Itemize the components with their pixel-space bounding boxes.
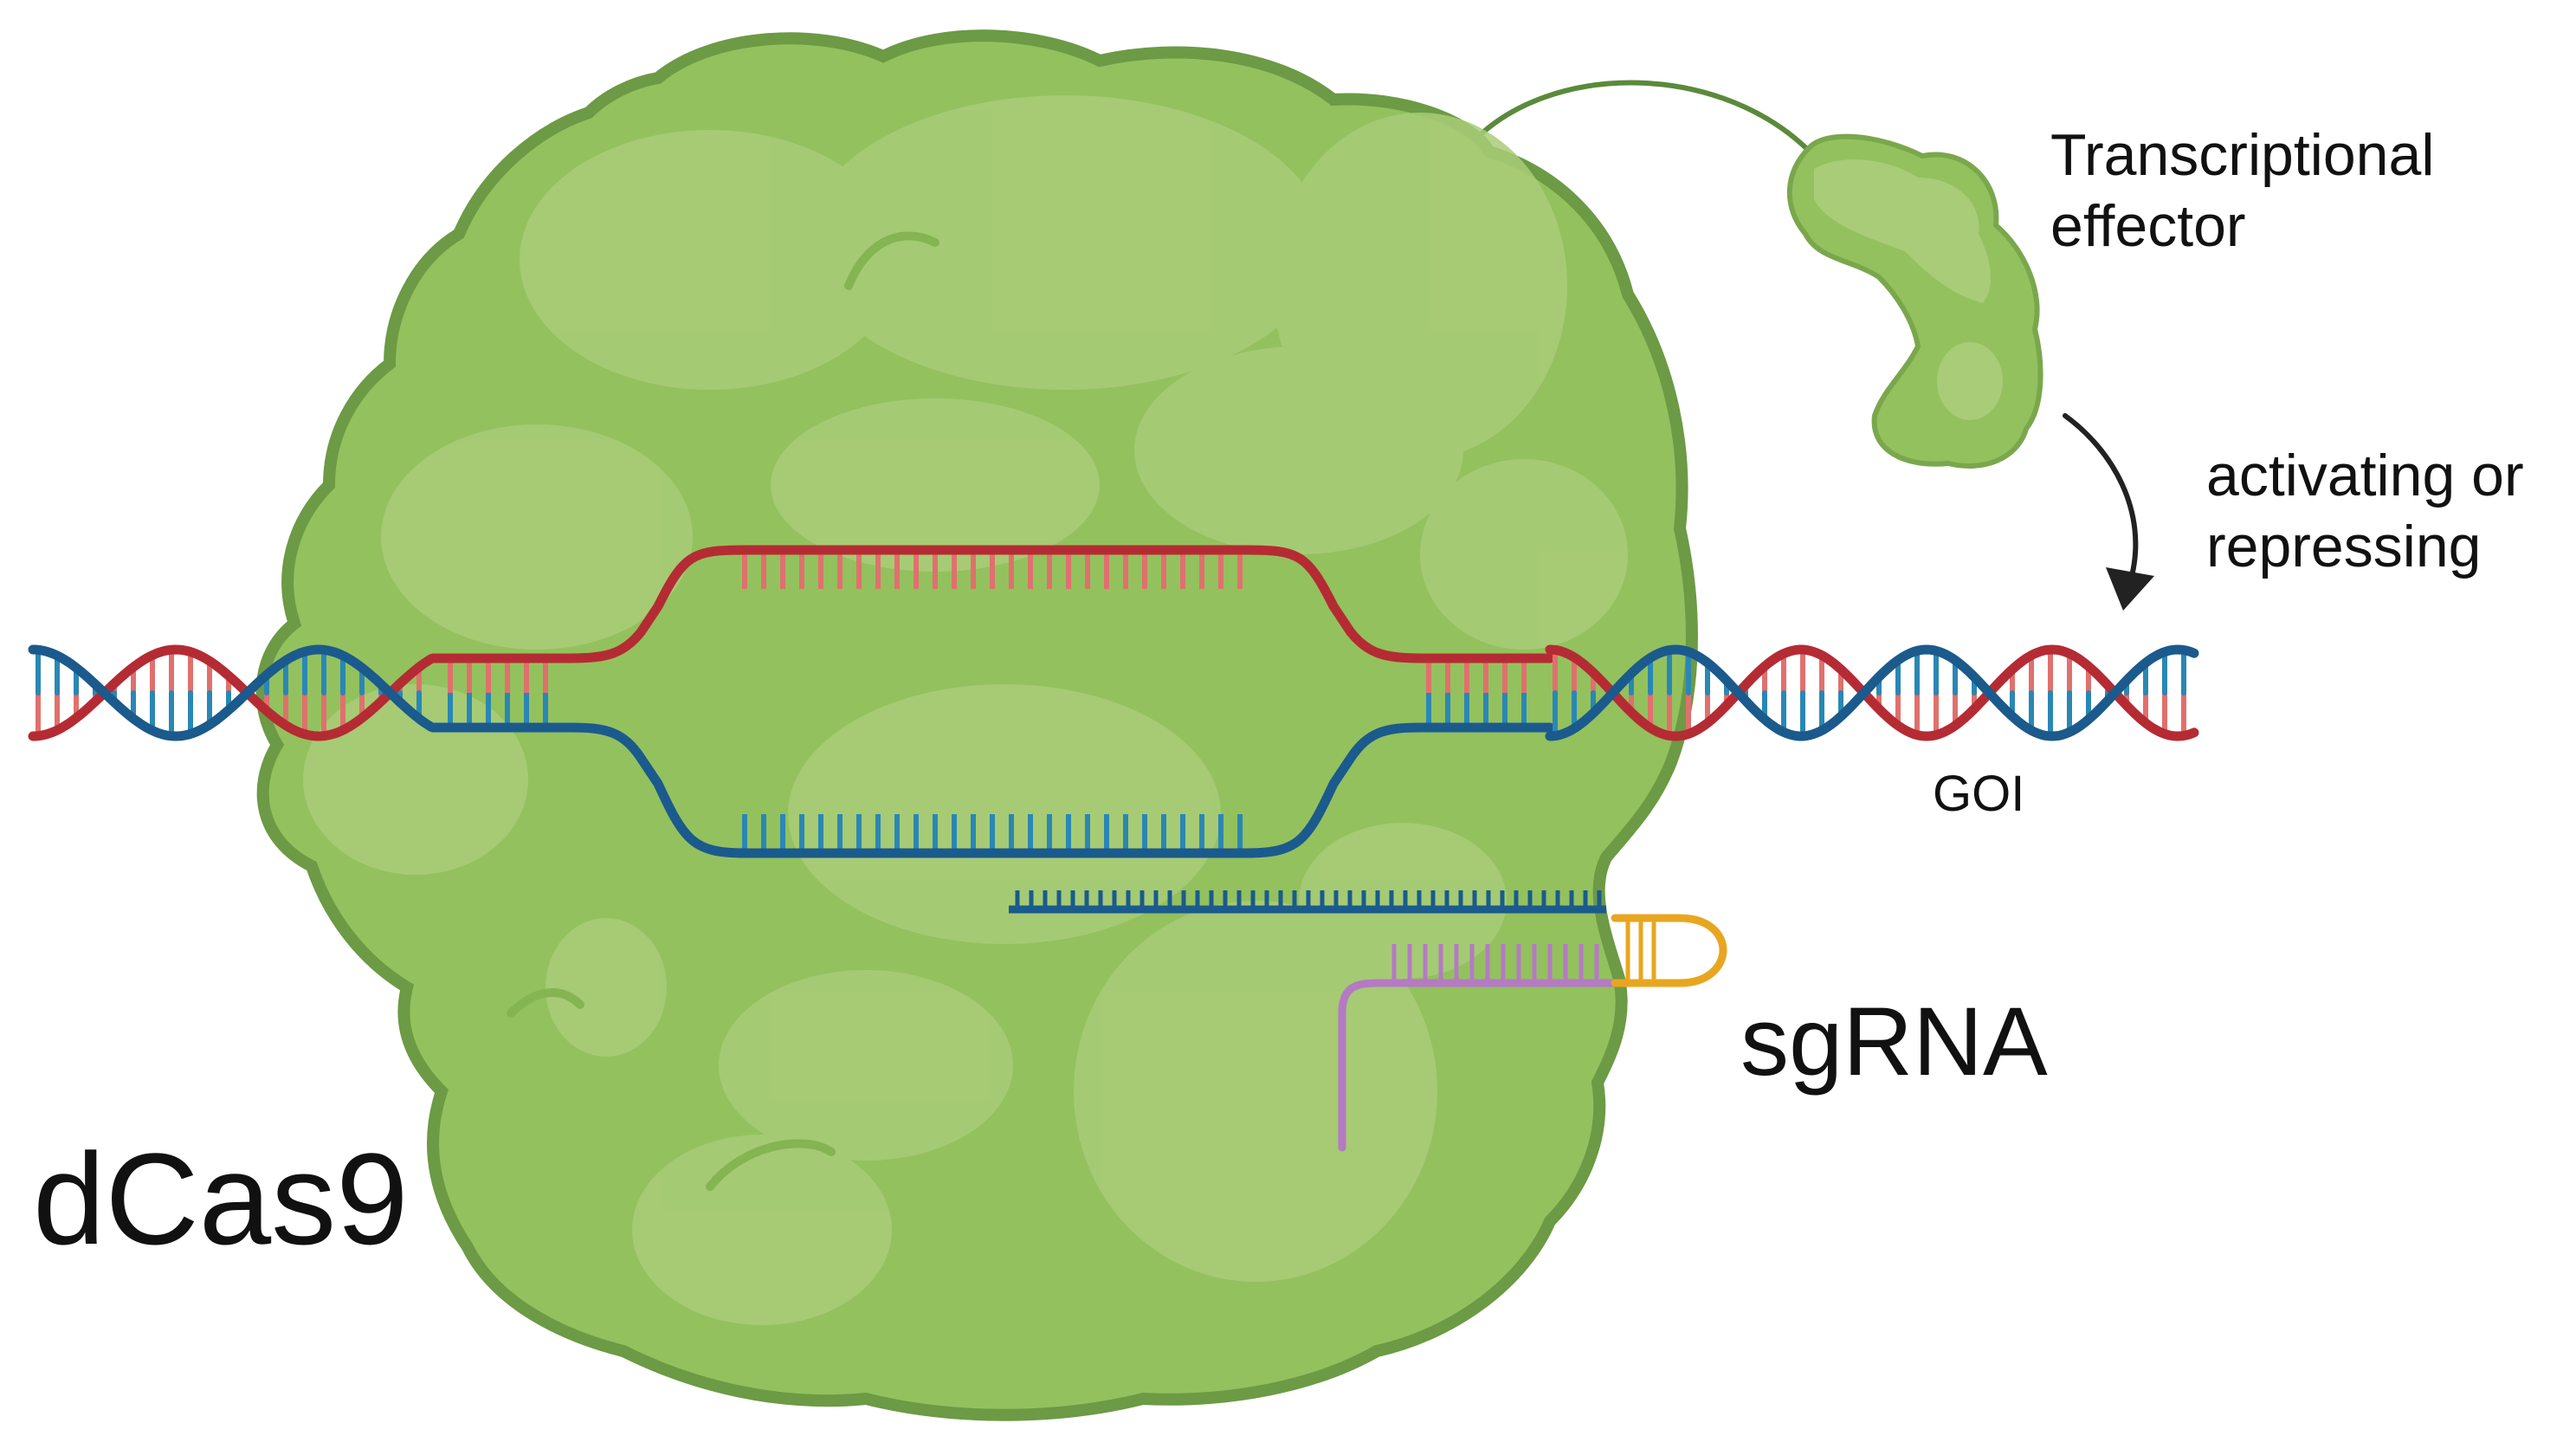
bubble-strand-top <box>428 545 1555 663</box>
lobe <box>381 424 693 650</box>
dna-helix-right <box>1545 644 2199 741</box>
effector-label-line2: effector <box>2050 193 2246 259</box>
action-label: activating or repressing <box>2206 440 2524 582</box>
action-label-line1: activating or <box>2206 443 2524 508</box>
effector-label: Transcriptional effector <box>2050 120 2434 262</box>
dna-bubble <box>428 545 1555 858</box>
curved-arrow-icon <box>2063 413 2154 611</box>
sgrna <box>1009 890 1727 1152</box>
bubble-rungs-bottom <box>448 693 1527 853</box>
crease <box>706 1139 836 1191</box>
sgrna-label: sgRNA <box>1740 987 2048 1096</box>
dna-strand-top-left <box>28 644 436 741</box>
lobe <box>546 918 667 1057</box>
dna-strand-bottom-right <box>1545 644 2199 741</box>
dcas9-creases <box>507 231 939 1191</box>
effector-highlight <box>1814 159 1992 303</box>
goi-label: GOI <box>1933 766 2025 822</box>
sgrna-hairpin-teeth <box>1625 918 1656 983</box>
lobe <box>632 1135 892 1325</box>
effector-spot <box>1937 342 2003 420</box>
lobe <box>719 970 1013 1161</box>
lobe <box>771 398 1100 572</box>
lobe <box>788 684 1221 944</box>
lobe <box>805 95 1325 390</box>
lobe <box>1134 346 1463 554</box>
dcas9-lobes <box>303 95 1628 1325</box>
sgrna-scaffold <box>1338 979 1624 1152</box>
arrow-head <box>2106 567 2154 611</box>
dna-strand-top-right <box>1545 644 2199 741</box>
bubble-rungs-top <box>448 550 1527 693</box>
dcas9-label: dCas9 <box>33 1126 409 1271</box>
lobe <box>1299 823 1507 979</box>
action-label-line2: repressing <box>2206 514 2482 579</box>
crease <box>507 988 584 1018</box>
sgrna-spacer-teeth <box>1015 890 1602 909</box>
dna-strand-bottom-left <box>28 644 436 741</box>
arrow-shaft <box>2063 413 2139 579</box>
dna-helix-left <box>28 644 436 741</box>
dcas9-protein <box>255 29 1698 1421</box>
sgrna-scaffold-teeth <box>1391 944 1599 983</box>
sgrna-hairpin-loop <box>1611 914 1727 987</box>
lobe <box>1420 459 1628 650</box>
crease <box>844 231 939 290</box>
effector-linker <box>1469 80 1817 158</box>
transcriptional-effector-protein-icon <box>1786 133 2043 469</box>
bubble-strand-bottom <box>428 722 1555 858</box>
effector-label-line1: Transcriptional <box>2050 122 2435 188</box>
lobe <box>520 130 901 390</box>
